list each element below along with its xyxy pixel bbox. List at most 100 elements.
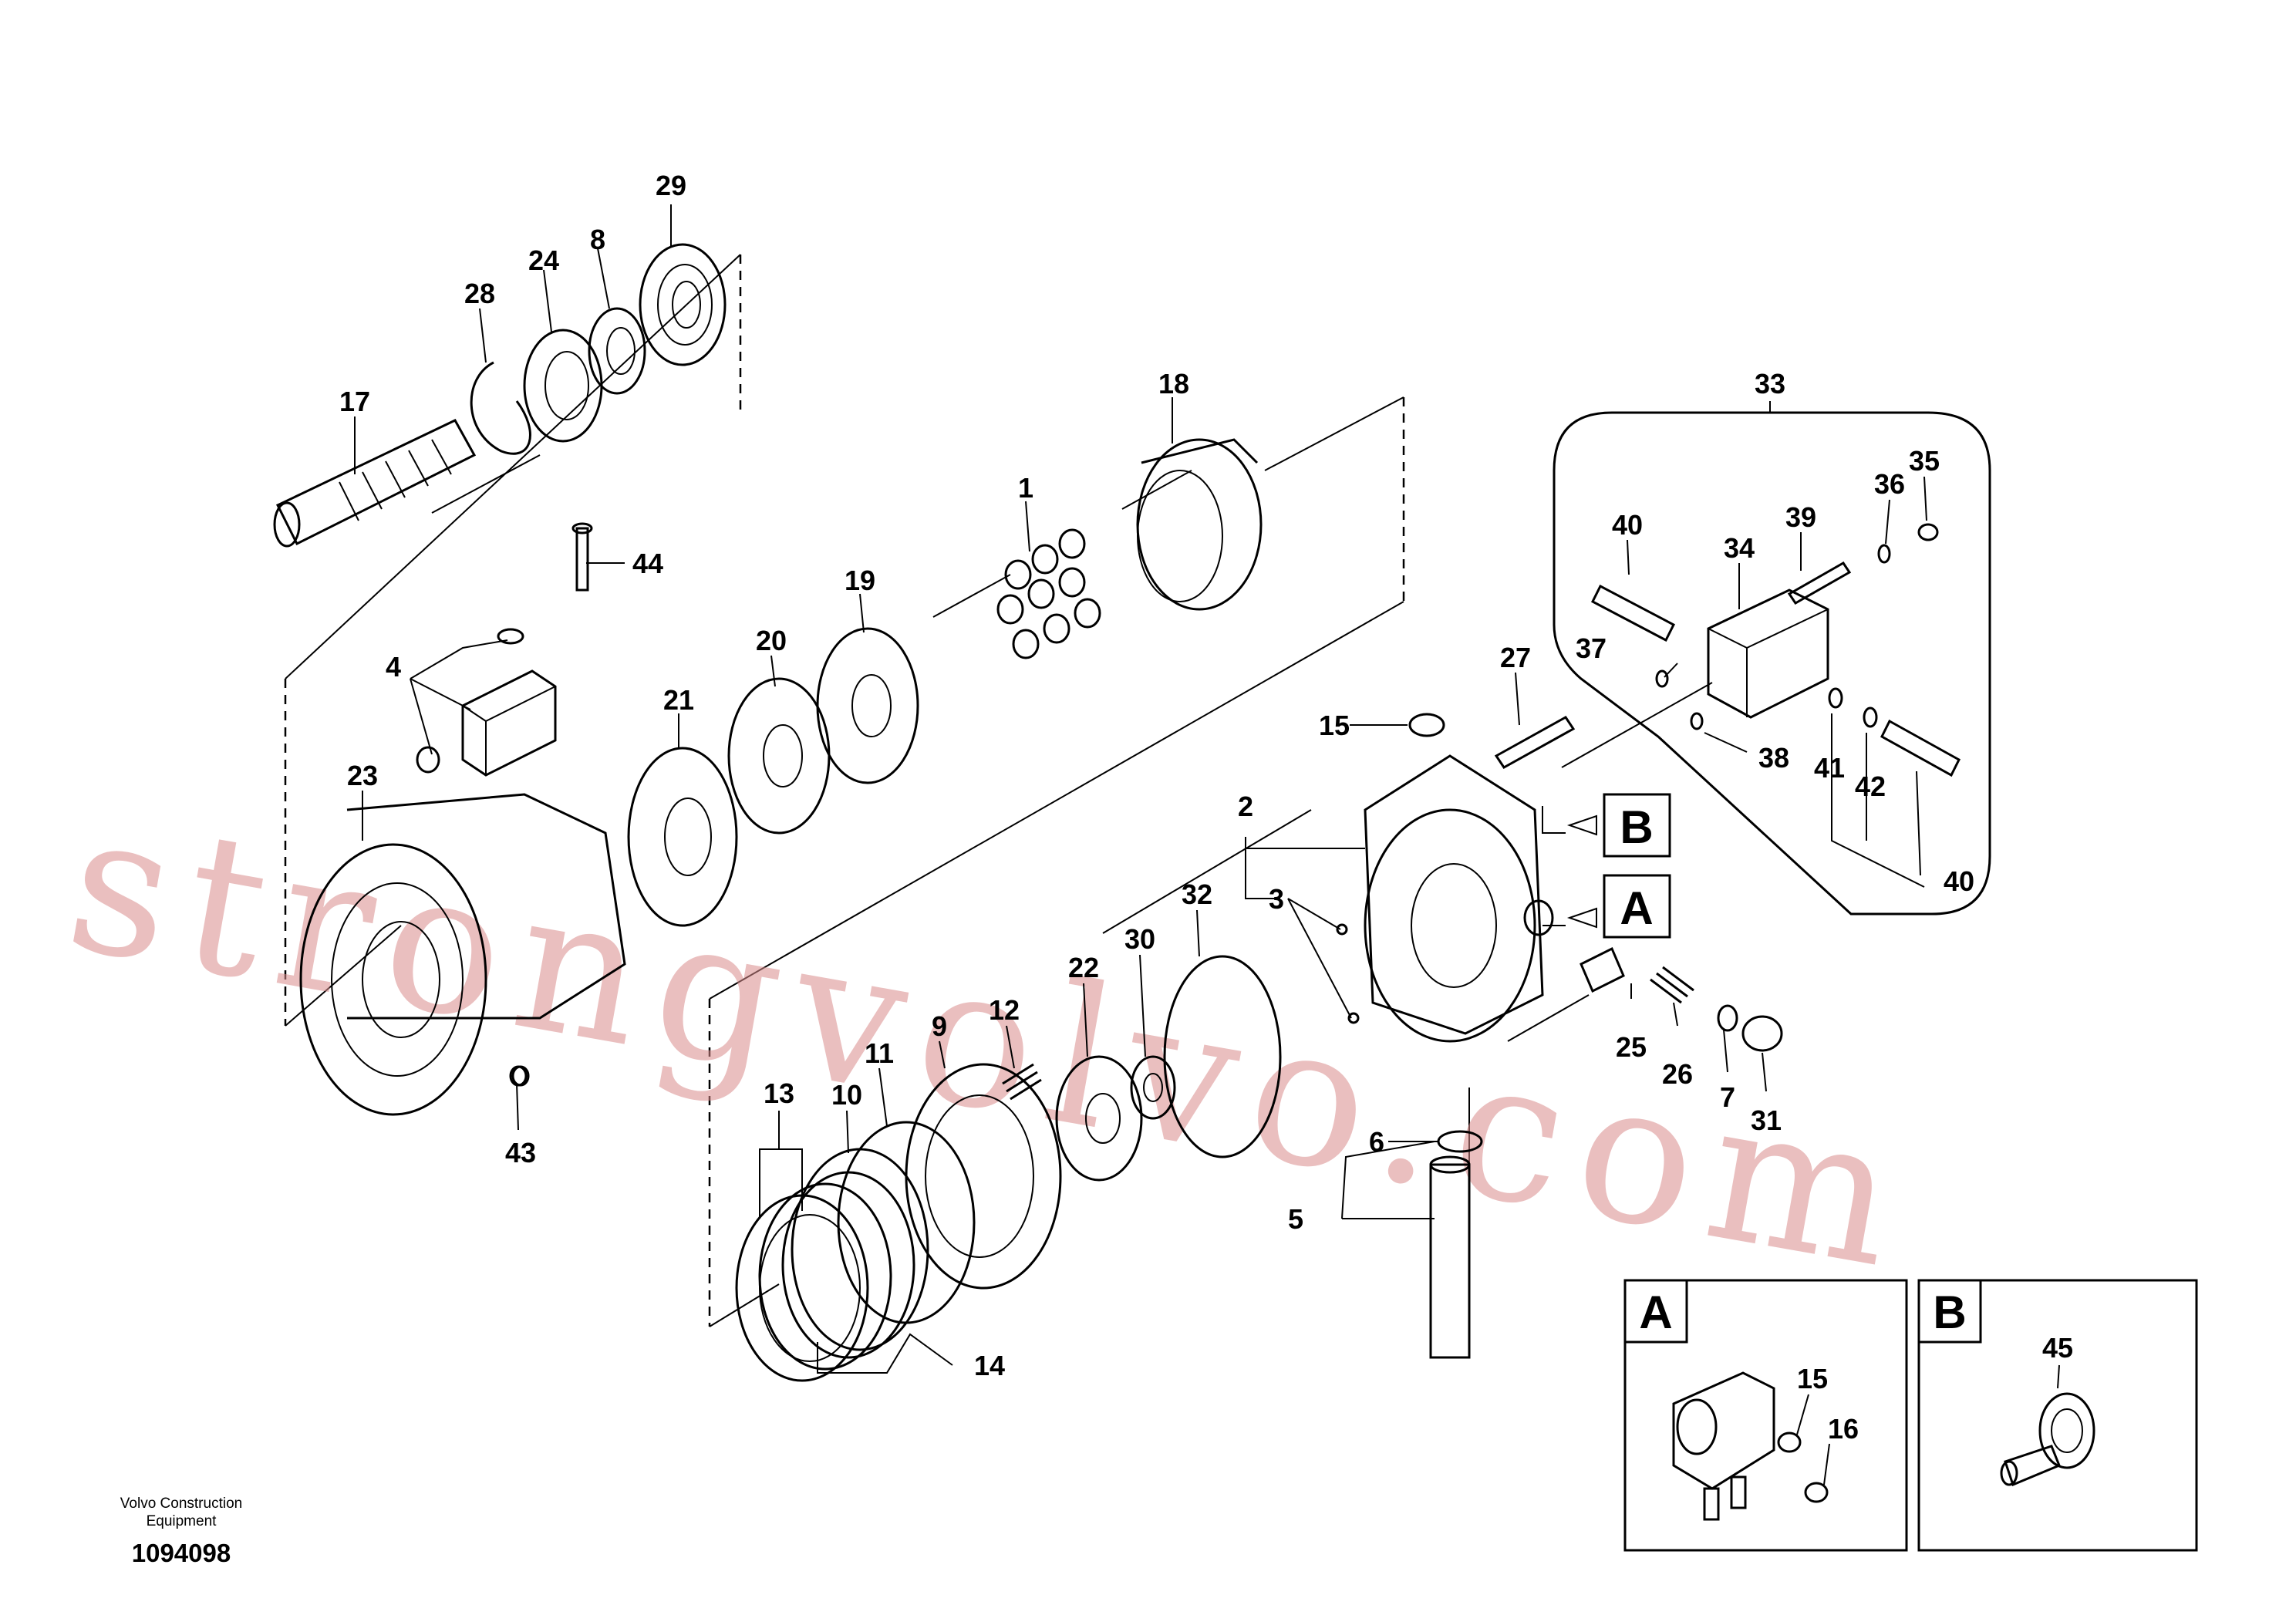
pins-part-3 xyxy=(1336,923,1360,1024)
label-part-40-top: 40 xyxy=(1612,509,1643,541)
label-part-20: 20 xyxy=(756,625,787,656)
shaft-part-17 xyxy=(273,419,477,548)
footer-company-line2: Equipment xyxy=(147,1513,217,1529)
detail-view-b: B 45 xyxy=(1917,1279,2198,1552)
label-part-29: 29 xyxy=(656,170,686,201)
view-tag-b: B xyxy=(1566,793,1671,858)
label-part-38: 38 xyxy=(1758,742,1789,774)
view-tag-a: A xyxy=(1566,874,1671,939)
label-part-9: 9 xyxy=(932,1010,947,1042)
footer-company-line1: Volvo Construction xyxy=(120,1496,242,1512)
cylinder-block-part-18 xyxy=(1136,438,1263,611)
label-part-21: 21 xyxy=(663,684,694,716)
detail-view-a: A 15 16 xyxy=(1623,1279,1908,1552)
o-ring-part-38 xyxy=(1690,712,1704,730)
label-part-6: 6 xyxy=(1369,1126,1384,1158)
label-part-25: 25 xyxy=(1616,1031,1647,1063)
label-part-36: 36 xyxy=(1874,468,1905,500)
o-ring-part-7 xyxy=(1717,1004,1738,1032)
o-ring-part-37 xyxy=(1655,669,1669,688)
o-ring-part-36 xyxy=(1877,544,1891,564)
label-part-43: 43 xyxy=(505,1137,536,1168)
spool-part-5 xyxy=(1429,1155,1471,1359)
footer: Volvo Construction Equipment 1094098 xyxy=(120,1496,242,1567)
o-ring-part-10 xyxy=(791,1148,929,1351)
label-part-30: 30 xyxy=(1124,923,1155,955)
screw-part-39 xyxy=(1787,561,1852,605)
snap-ring-part-28 xyxy=(470,361,531,455)
label-part-3: 3 xyxy=(1269,883,1284,915)
label-part-26: 26 xyxy=(1662,1058,1693,1090)
label-part-41: 41 xyxy=(1814,752,1845,784)
label-part-18: 18 xyxy=(1158,368,1189,400)
friction-plates-part-13-14 xyxy=(735,1171,915,1382)
label-part-8: 8 xyxy=(590,224,605,255)
label-part-5: 5 xyxy=(1288,1203,1303,1235)
label-part-27: 27 xyxy=(1500,642,1531,673)
spring-part-12 xyxy=(1002,1063,1042,1101)
bearing-part-30 xyxy=(1130,1055,1176,1120)
label-part-39: 39 xyxy=(1785,501,1816,533)
detail-a-label-16: 16 xyxy=(1828,1413,1859,1445)
label-part-32: 32 xyxy=(1182,878,1212,910)
label-part-23: 23 xyxy=(347,760,378,791)
o-ring-part-41 xyxy=(1828,687,1843,709)
label-part-33: 33 xyxy=(1755,368,1785,400)
valve-block-part-4 xyxy=(416,628,557,777)
label-part-37: 37 xyxy=(1576,632,1607,664)
label-part-2: 2 xyxy=(1238,791,1253,822)
valve-block-part-34 xyxy=(1707,588,1829,719)
o-ring-part-32 xyxy=(1163,955,1282,1158)
assembly-frame-lines xyxy=(284,254,1713,1357)
label-part-10: 10 xyxy=(831,1079,862,1111)
leader-lines xyxy=(354,204,1927,1374)
retainer-plate-part-20 xyxy=(727,677,831,835)
label-part-1: 1 xyxy=(1018,472,1033,504)
label-part-40-bottom: 40 xyxy=(1944,865,1974,897)
label-part-19: 19 xyxy=(845,565,875,596)
label-part-22: 22 xyxy=(1068,952,1099,983)
plug-part-35 xyxy=(1917,523,1939,541)
detail-a-label-15: 15 xyxy=(1797,1363,1828,1394)
valve-assembly-box-part-33 xyxy=(1553,411,1991,916)
label-part-44: 44 xyxy=(632,548,663,579)
detail-b-label-45: 45 xyxy=(2042,1332,2073,1364)
label-part-7: 7 xyxy=(1720,1081,1735,1113)
plate-part-22 xyxy=(1055,1055,1143,1182)
pin-part-44 xyxy=(571,522,593,592)
label-part-42: 42 xyxy=(1855,771,1886,802)
label-part-15: 15 xyxy=(1319,710,1350,741)
o-ring-part-42 xyxy=(1863,706,1878,728)
label-part-24: 24 xyxy=(528,244,559,276)
label-part-31: 31 xyxy=(1751,1104,1782,1136)
fitting-part-40a xyxy=(1591,584,1675,642)
plate-part-21 xyxy=(627,747,738,927)
valve-part-25 xyxy=(1580,946,1625,993)
plug-part-31 xyxy=(1741,1015,1783,1052)
svg-text:A: A xyxy=(1620,882,1653,934)
spring-part-26 xyxy=(1650,966,1694,1004)
label-part-35: 35 xyxy=(1909,445,1940,477)
footer-diagram-number: 1094098 xyxy=(132,1539,231,1567)
head-part-2 xyxy=(1364,754,1554,1043)
collar-part-8 xyxy=(588,307,646,395)
label-part-17: 17 xyxy=(339,386,370,417)
svg-text:B: B xyxy=(1620,801,1653,853)
label-part-14: 14 xyxy=(974,1350,1005,1381)
detail-a-title: A xyxy=(1639,1286,1672,1338)
screw-part-43 xyxy=(509,1065,528,1087)
detail-b-title: B xyxy=(1933,1286,1966,1338)
label-part-13: 13 xyxy=(764,1077,794,1109)
pistons-part-1 xyxy=(996,528,1101,659)
label-part-4: 4 xyxy=(386,651,401,683)
bolt-part-27 xyxy=(1494,716,1576,769)
valve-plate-part-19 xyxy=(816,627,919,784)
callout-labels: 29 8 24 28 17 18 1 44 19 20 4 21 23 43 1… xyxy=(339,170,1974,1381)
label-part-12: 12 xyxy=(989,994,1020,1026)
label-part-28: 28 xyxy=(464,278,495,309)
fitting-part-40b xyxy=(1880,719,1961,777)
bearing-part-29 xyxy=(639,243,727,366)
label-part-11: 11 xyxy=(865,1037,894,1069)
label-part-34: 34 xyxy=(1724,532,1755,564)
